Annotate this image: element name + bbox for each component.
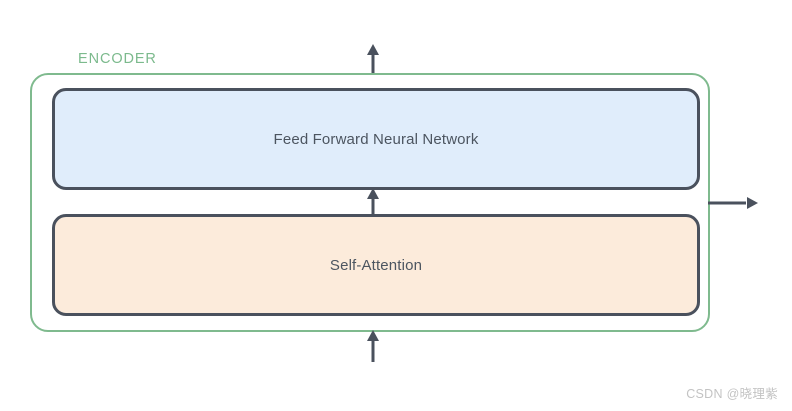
- arrow-head-icon: [367, 330, 379, 341]
- arrow-shaft: [371, 338, 375, 362]
- layer-label-feed-forward: Feed Forward Neural Network: [273, 130, 479, 148]
- arrow-head-icon: [747, 197, 758, 209]
- watermark-text: CSDN @晓理紫: [686, 387, 778, 401]
- arrow-head-icon: [367, 188, 379, 199]
- arrow-head-icon: [367, 44, 379, 55]
- layer-feed-forward-neural-network[interactable]: Feed Forward Neural Network: [52, 88, 700, 190]
- arrow-self-attention-to-feed-forward: [366, 188, 380, 217]
- arrow-encoder-output-up: [366, 44, 380, 76]
- arrow-encoder-input-up: [366, 330, 380, 362]
- arrow-shaft: [708, 201, 746, 205]
- layer-label-self-attention: Self-Attention: [329, 256, 423, 274]
- arrow-shaft: [371, 196, 375, 217]
- arrow-encoder-output-right: [708, 196, 758, 210]
- encoder-title-label: ENCODER: [78, 51, 157, 67]
- arrow-shaft: [371, 52, 375, 76]
- layer-self-attention[interactable]: Self-Attention: [52, 214, 700, 316]
